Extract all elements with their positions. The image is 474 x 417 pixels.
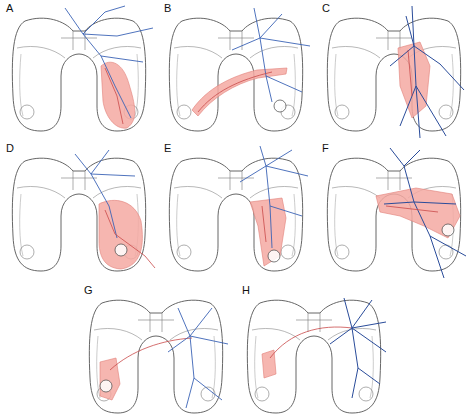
panel-letter: A	[6, 3, 13, 14]
panel-a	[12, 6, 153, 131]
panel-letter: D	[6, 143, 14, 154]
panel-letter: H	[242, 285, 250, 296]
panel-h	[247, 298, 386, 413]
panel-letter: E	[164, 143, 171, 154]
panel-e	[169, 146, 308, 271]
panel-letter: G	[84, 285, 93, 296]
panel-b	[169, 8, 310, 131]
panel-c	[327, 6, 464, 138]
panel-d	[12, 150, 155, 271]
panel-letter: F	[322, 143, 329, 154]
panel-letter: C	[322, 3, 330, 14]
panel-f	[327, 148, 466, 278]
panel-g	[89, 300, 228, 413]
panel-letter: B	[164, 3, 171, 14]
